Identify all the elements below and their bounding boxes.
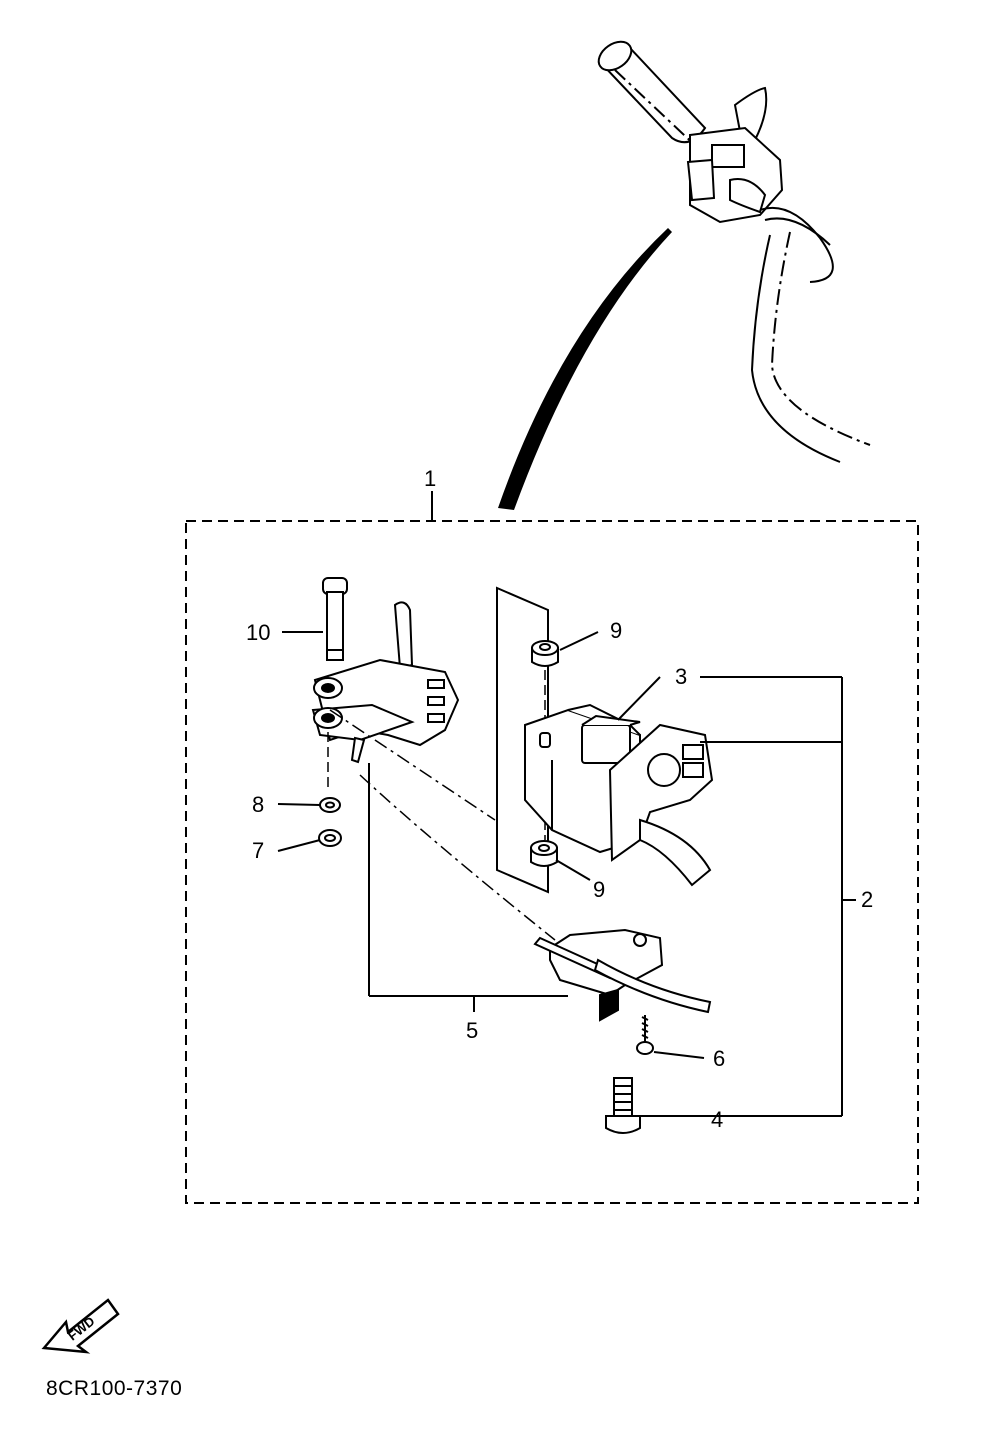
fwd-arrow-icon: FWD — [41, 1298, 120, 1354]
leader-9-bottom — [555, 859, 591, 881]
callout-8: 8 — [252, 792, 264, 817]
leader-6 — [653, 1051, 705, 1059]
bracket-5 — [368, 763, 568, 1012]
grommet-top — [531, 640, 559, 667]
callout-1: 1 — [424, 466, 436, 491]
diagram-code: 8CR100-7370 — [46, 1377, 183, 1400]
centerline-switch — [359, 774, 556, 941]
kit-boundary — [185, 520, 919, 1204]
callout-5: 5 — [466, 1018, 478, 1043]
callout-9-bottom: 9 — [593, 877, 605, 902]
leader-8 — [277, 803, 321, 806]
throttle-housing — [524, 703, 714, 887]
plate-outline — [496, 586, 549, 894]
bracket-2 — [636, 676, 856, 1117]
handlebar-assembly — [597, 40, 871, 463]
callout-6: 6 — [713, 1046, 725, 1071]
leader-3 — [617, 676, 661, 721]
leader-9-top — [559, 631, 599, 651]
callout-2: 2 — [861, 887, 873, 912]
callout-9-top: 9 — [610, 618, 622, 643]
callout-3: 3 — [675, 664, 687, 689]
callout-7: 7 — [252, 838, 264, 863]
bolt-part — [605, 1077, 641, 1134]
centerline-bracket — [329, 709, 496, 821]
washer-part — [319, 797, 341, 813]
pin-part — [322, 577, 348, 661]
callout-4: 4 — [711, 1107, 723, 1132]
grommet-bottom — [530, 840, 558, 867]
screw-small-part — [636, 1015, 654, 1055]
lever-bracket — [311, 601, 460, 764]
callout-10: 10 — [246, 620, 270, 645]
nut-part — [318, 829, 342, 847]
leader-7 — [277, 839, 321, 852]
leader-arc — [498, 228, 672, 510]
switch-part — [533, 928, 712, 1022]
